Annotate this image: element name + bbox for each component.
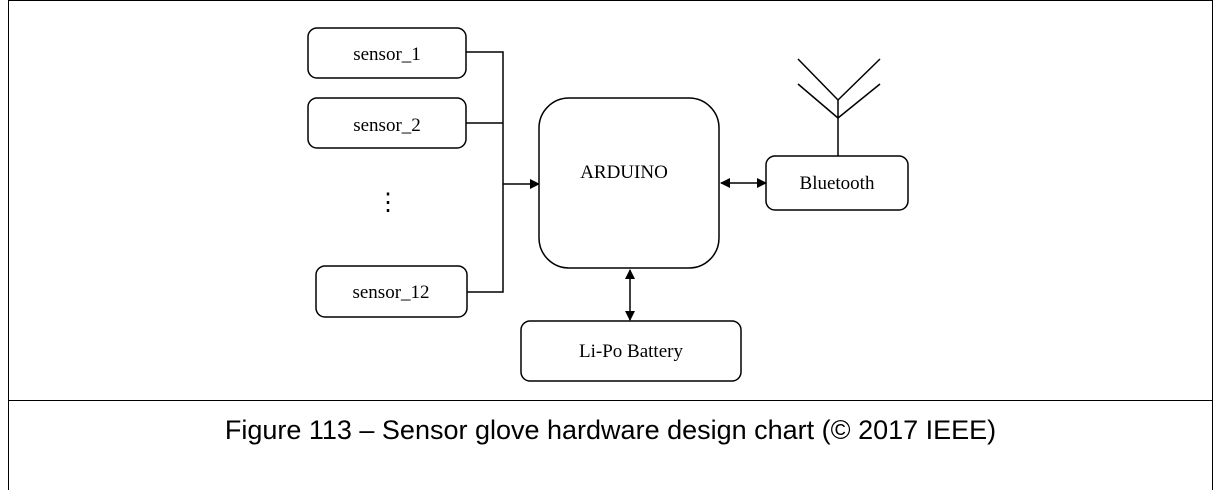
- sensor-12-node: sensor_12: [315, 265, 468, 318]
- sensor-1-node: sensor_1: [307, 27, 467, 79]
- arduino-label: ARDUINO: [580, 162, 668, 183]
- sensor-bus: [466, 51, 540, 293]
- sensor-1-label: sensor_1: [353, 44, 421, 65]
- caption-divider: [8, 400, 1213, 401]
- battery-node: Li-Po Battery: [520, 320, 742, 382]
- bluetooth-node: Bluetooth: [765, 155, 909, 211]
- battery-label: Li-Po Battery: [579, 341, 683, 362]
- sensor-2-node: sensor_2: [307, 97, 467, 149]
- arduino-node: ARDUINO: [538, 97, 720, 269]
- hardware-diagram: sensor_1 sensor_2 ⋮ sensor_12 ARDUINO Bl…: [307, 27, 909, 382]
- sensor-ellipsis: ⋮: [376, 190, 400, 216]
- antenna-icon: [797, 58, 881, 156]
- bluetooth-label: Bluetooth: [800, 173, 875, 194]
- sensor-2-label: sensor_2: [353, 115, 421, 136]
- figure-caption: Figure 113 – Sensor glove hardware desig…: [224, 415, 997, 445]
- sensor-12-label: sensor_12: [352, 282, 429, 303]
